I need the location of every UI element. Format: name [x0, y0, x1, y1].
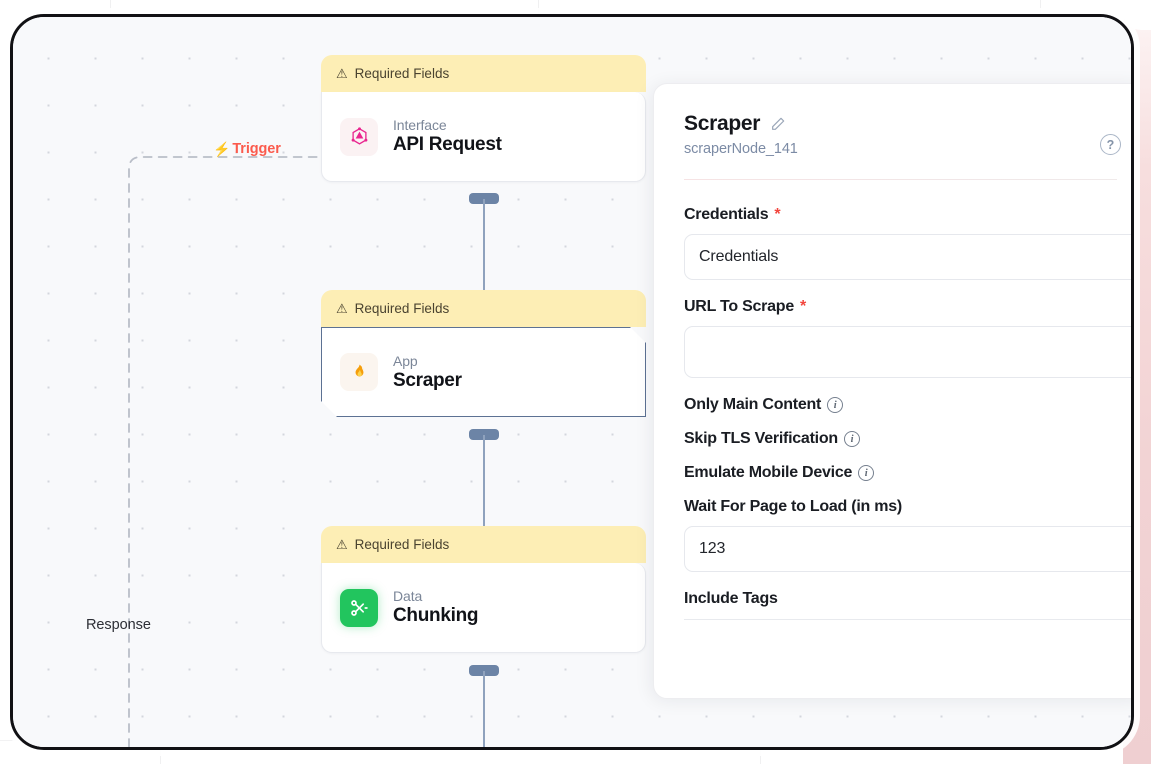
- field-label-text: Skip TLS Verification: [684, 430, 838, 447]
- edge-line-2-3: [483, 435, 485, 543]
- question-mark-icon[interactable]: ?: [1100, 134, 1121, 155]
- field-wait-for-page-to-load: Wait For Page to Load (in ms) 123: [684, 498, 1131, 572]
- node-warning-text: Required Fields: [354, 301, 450, 316]
- node-body[interactable]: App Scraper: [321, 327, 646, 417]
- info-icon[interactable]: i: [843, 431, 860, 447]
- node-handle-out-2[interactable]: [469, 429, 499, 440]
- response-label: Response: [86, 617, 151, 633]
- node-warning-text: Required Fields: [354, 66, 450, 81]
- node-scraper[interactable]: ⚠ Required Fields App Scraper: [321, 290, 646, 417]
- url-to-scrape-input[interactable]: [684, 326, 1131, 378]
- node-handle-out-3[interactable]: [469, 665, 499, 676]
- scissors-icon: [340, 588, 378, 627]
- panel-form: Credentials * Credentials URL To Scrape …: [654, 180, 1131, 620]
- node-api-request[interactable]: ⚠ Required Fields Interfac: [321, 55, 646, 182]
- device-frame: ⚡ Trigger Response ⚠ Required Fields: [10, 14, 1134, 750]
- warning-triangle-icon: ⚠: [336, 537, 348, 552]
- info-icon[interactable]: i: [858, 465, 875, 481]
- node-body[interactable]: Interface API Request: [321, 92, 646, 182]
- node-text-group: Interface API Request: [393, 117, 502, 156]
- node-kind-label: Interface: [393, 117, 447, 133]
- node-chunking[interactable]: ⚠ Required Fields Data: [321, 526, 646, 653]
- trigger-label: ⚡ Trigger: [213, 141, 281, 157]
- field-include-tags: Include Tags: [684, 590, 1131, 620]
- node-properties-panel: Scraper scraperNode_141 ?: [653, 83, 1131, 699]
- info-icon[interactable]: i: [827, 397, 844, 413]
- node-title-label: API Request: [393, 134, 502, 155]
- field-label: Emulate Mobile Device i: [684, 464, 1117, 482]
- node-warning-banner: ⚠ Required Fields: [321, 55, 646, 92]
- include-tags-input[interactable]: [684, 619, 1131, 620]
- lightning-bolt-icon: ⚡: [213, 141, 231, 157]
- flame-icon: [340, 353, 378, 391]
- field-label-text: Include Tags: [684, 590, 778, 607]
- node-warning-banner: ⚠ Required Fields: [321, 290, 646, 327]
- pencil-icon[interactable]: [770, 116, 786, 132]
- node-body[interactable]: Data Chunking: [321, 563, 646, 653]
- node-text-group: App Scraper: [393, 353, 462, 392]
- required-asterisk: *: [774, 206, 781, 223]
- graphql-icon: [340, 117, 378, 156]
- node-text-group: Data Chunking: [393, 588, 479, 627]
- field-emulate-mobile-device: Emulate Mobile Device i: [684, 464, 1117, 482]
- node-kind-label: Data: [393, 588, 423, 604]
- credentials-input[interactable]: Credentials: [684, 234, 1131, 280]
- edge-line-3-out: [483, 671, 485, 747]
- field-label: URL To Scrape *: [684, 298, 1117, 316]
- panel-subtitle: scraperNode_141: [684, 141, 798, 157]
- panel-divider: [684, 179, 1117, 180]
- field-label-text: Credentials: [684, 206, 769, 223]
- field-label: Credentials *: [684, 206, 1117, 224]
- field-label: Include Tags: [684, 590, 1117, 608]
- node-warning-banner: ⚠ Required Fields: [321, 526, 646, 563]
- panel-header: Scraper scraperNode_141 ?: [654, 84, 1131, 157]
- warning-triangle-icon: ⚠: [336, 301, 348, 316]
- wait-for-page-to-load-input[interactable]: 123: [684, 526, 1131, 572]
- node-title-label: Scraper: [393, 369, 462, 391]
- field-label-text: Wait For Page to Load (in ms): [684, 498, 902, 515]
- edge-line-1-2: [483, 199, 485, 307]
- panel-title: Scraper: [684, 112, 761, 135]
- warning-triangle-icon: ⚠: [336, 66, 348, 81]
- panel-title-row: Scraper: [684, 112, 1117, 136]
- node-kind-label: App: [393, 352, 418, 369]
- field-url-to-scrape: URL To Scrape *: [684, 298, 1131, 378]
- node-title-label: Chunking: [393, 605, 479, 626]
- field-only-main-content: Only Main Content i: [684, 396, 1117, 414]
- field-label-text: Emulate Mobile Device: [684, 464, 853, 481]
- field-label-text: Only Main Content: [684, 396, 822, 413]
- field-label-text: URL To Scrape: [684, 298, 794, 315]
- node-handle-out-1[interactable]: [469, 193, 499, 204]
- required-asterisk: *: [799, 298, 806, 315]
- field-skip-tls-verification: Skip TLS Verification i: [684, 430, 1117, 448]
- field-label: Skip TLS Verification i: [684, 430, 1117, 448]
- field-label: Wait For Page to Load (in ms): [684, 498, 1117, 516]
- trigger-label-text: Trigger: [232, 141, 281, 157]
- field-credentials: Credentials * Credentials: [684, 206, 1131, 280]
- node-warning-text: Required Fields: [354, 537, 450, 552]
- field-label: Only Main Content i: [684, 396, 1117, 414]
- workflow-canvas[interactable]: ⚡ Trigger Response ⚠ Required Fields: [13, 17, 1131, 747]
